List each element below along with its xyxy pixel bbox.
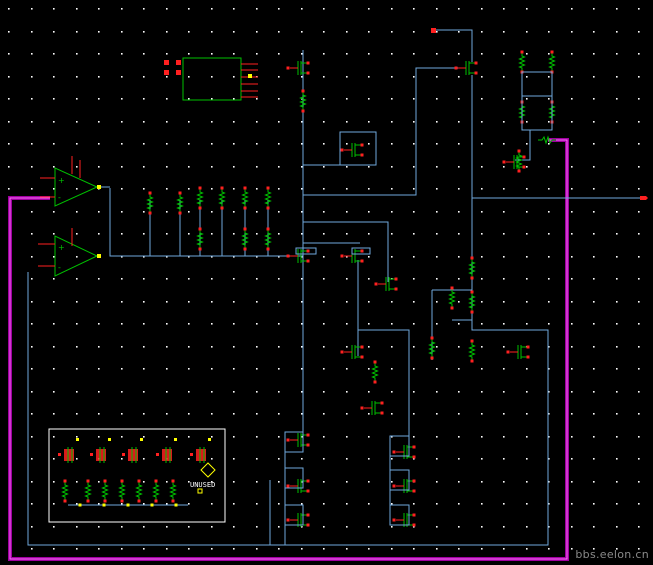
resistor-icon[interactable]: [196, 186, 204, 210]
mosfet-icon[interactable]: [156, 438, 177, 463]
resistor-icon[interactable]: [218, 186, 226, 210]
unused-block[interactable]: UNUSED: [48, 428, 226, 523]
resistor-icon[interactable]: [176, 191, 184, 215]
resistor-group: [61, 50, 556, 503]
resistor-icon[interactable]: [84, 479, 92, 503]
mosfet-icon[interactable]: [392, 445, 416, 459]
mosfet-icon[interactable]: [392, 479, 416, 493]
mosfet-icon[interactable]: [506, 345, 530, 359]
resistor-icon[interactable]: [152, 479, 160, 503]
resistor-icon[interactable]: [169, 479, 177, 503]
resistor-icon[interactable]: [241, 186, 249, 210]
block-outline: [284, 71, 553, 526]
mosfet-icon[interactable]: [286, 479, 310, 493]
resistor-icon[interactable]: [548, 50, 556, 74]
resistor-icon[interactable]: [515, 149, 523, 173]
resistor-icon[interactable]: [518, 50, 526, 74]
mosfet-icon[interactable]: [286, 249, 310, 263]
svg-text:+: +: [58, 243, 65, 252]
resistor-icon[interactable]: [299, 89, 307, 113]
mosfet-icon[interactable]: [360, 401, 384, 415]
opamp-icon[interactable]: + -: [38, 228, 101, 277]
resistor-icon[interactable]: [468, 290, 476, 314]
mosfet-icon[interactable]: [286, 61, 310, 75]
resistor-icon[interactable]: [61, 479, 69, 503]
svg-text:-: -: [58, 193, 61, 202]
opamp-icon[interactable]: + -: [40, 156, 101, 207]
mosfet-icon[interactable]: [190, 438, 211, 463]
mosfet-group: [286, 61, 530, 527]
resistor-icon[interactable]: [146, 191, 154, 215]
resistor-icon[interactable]: [264, 186, 272, 210]
resistor-icon[interactable]: [448, 286, 456, 310]
grid-dots: [8, 8, 640, 550]
resistor-icon[interactable]: [468, 339, 476, 363]
resistor-icon[interactable]: [468, 256, 476, 280]
output-port-icon[interactable]: [431, 28, 648, 200]
resistor-icon[interactable]: [428, 336, 436, 360]
mosfet-icon[interactable]: [90, 438, 111, 463]
resistor-icon[interactable]: [118, 479, 126, 503]
svg-text:+: +: [58, 176, 65, 185]
unused-label: UNUSED: [190, 481, 215, 489]
svg-text:-: -: [58, 263, 61, 272]
resistor-icon[interactable]: [371, 360, 379, 384]
mosfet-icon[interactable]: [454, 61, 478, 75]
mosfet-icon[interactable]: [392, 513, 416, 527]
ic-chip-icon[interactable]: [164, 57, 258, 101]
bus-wire[interactable]: [8, 138, 569, 561]
resistor-icon[interactable]: [538, 135, 556, 145]
watermark-text: bbs.eelon.cn: [575, 548, 649, 561]
mosfet-icon[interactable]: [340, 345, 364, 359]
mosfet-icon[interactable]: [58, 438, 79, 463]
mosfet-icon[interactable]: [340, 249, 364, 263]
mosfet-icon[interactable]: [340, 143, 364, 157]
mosfet-icon[interactable]: [122, 438, 143, 463]
resistor-icon[interactable]: [135, 479, 143, 503]
mosfet-icon[interactable]: [374, 277, 398, 291]
mosfet-icon[interactable]: [286, 433, 310, 447]
resistor-icon[interactable]: [196, 227, 204, 251]
resistor-icon[interactable]: [264, 227, 272, 251]
resistor-icon[interactable]: [241, 227, 249, 251]
mosfet-icon[interactable]: [502, 155, 526, 169]
resistor-icon[interactable]: [101, 479, 109, 503]
